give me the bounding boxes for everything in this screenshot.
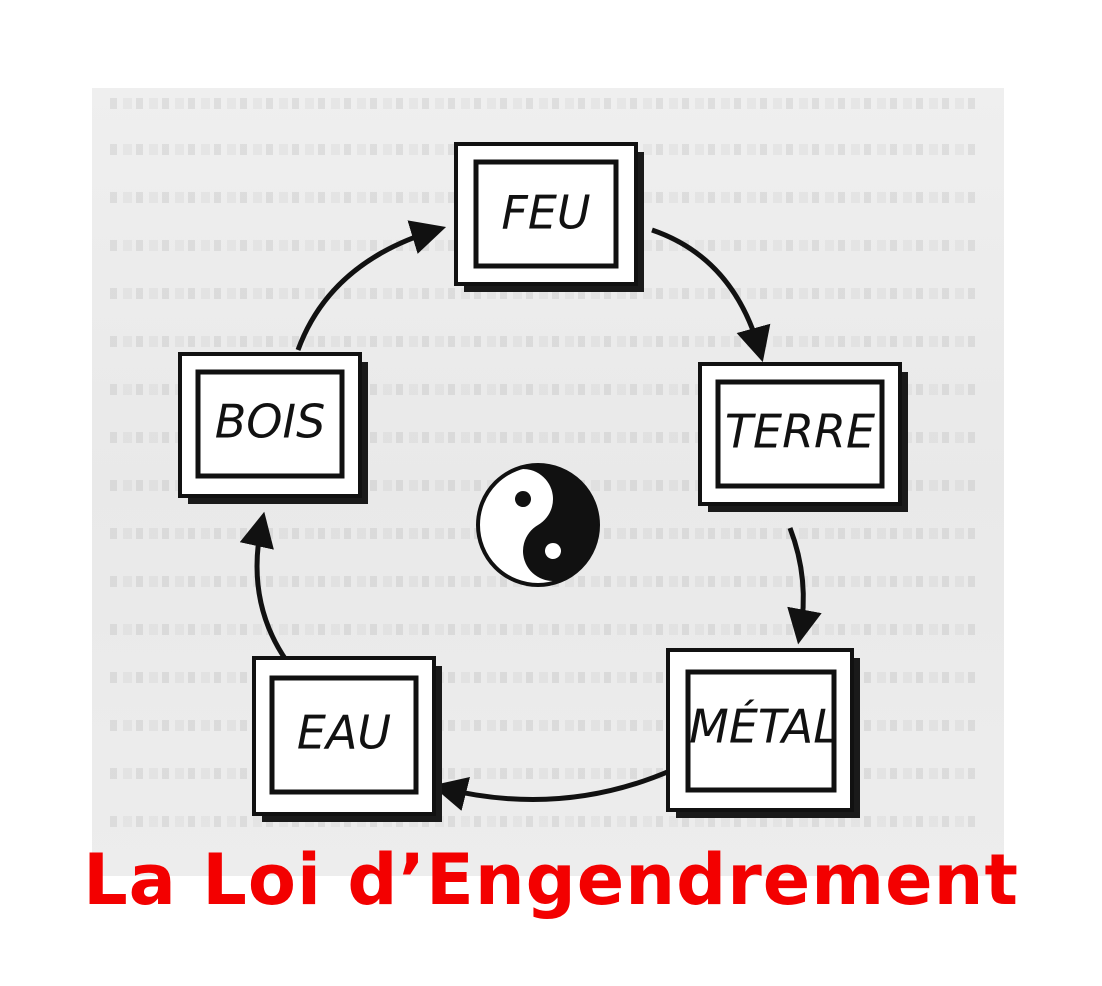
arrow-eau-to-bois [239,511,289,662]
arrow-terre-to-metal [787,527,822,645]
arrow-metal-to-eau [431,767,673,811]
node-label-metal: MÉTAL [689,700,839,754]
node-label-bois: BOIS [215,395,326,449]
node-bois: BOIS [178,352,368,504]
yin-yang-icon [476,463,600,587]
arrow-feu-to-terre [651,227,771,363]
node-terre: TERRE [698,362,908,512]
cycle-arrows [239,220,822,811]
diagram-caption: La Loi d’Engendrement [83,839,1019,921]
node-label-eau: EAU [297,706,391,760]
arrow-bois-to-feu [295,220,447,351]
node-metal: MÉTAL [666,648,860,818]
node-eau: EAU [252,656,442,822]
node-label-feu: FEU [501,186,590,240]
node-label-terre: TERRE [725,405,875,459]
node-feu: FEU [454,142,644,292]
